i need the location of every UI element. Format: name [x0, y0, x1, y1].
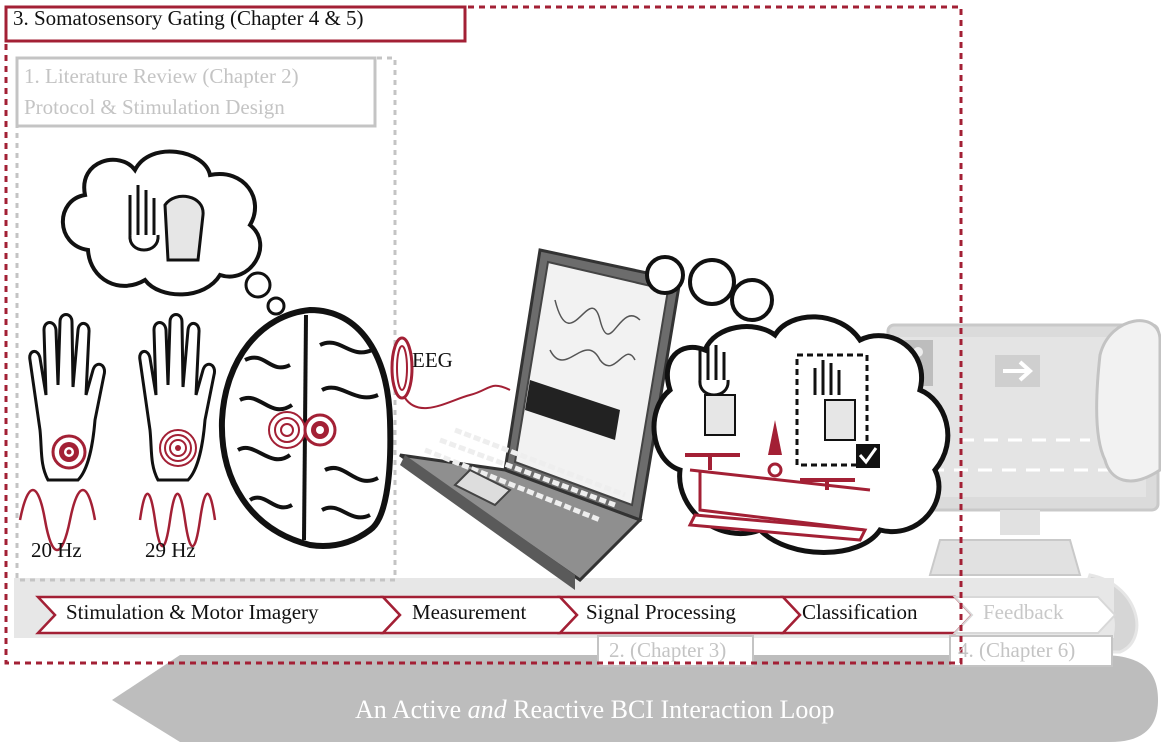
step-classification: Classification	[802, 600, 918, 624]
right-hand-icon	[138, 313, 217, 548]
step-signal-processing: Signal Processing	[586, 600, 736, 624]
step-feedback: Feedback	[983, 600, 1064, 624]
loop-title-emphasis: and	[467, 695, 507, 724]
loop-title-suffix: Reactive BCI Interaction Loop	[506, 695, 835, 724]
section-1-title: 1. Literature Review (Chapter 2)	[24, 64, 299, 88]
section-3-title: 3. Somatosensory Gating (Chapter 4 & 5)	[13, 6, 364, 30]
loop-title-prefix: An Active	[355, 695, 468, 724]
step-stimulation: Stimulation & Motor Imagery	[66, 600, 319, 624]
literature-review-label-box	[15, 56, 377, 128]
eeg-electrode-icon	[390, 336, 511, 409]
laptop-icon	[399, 248, 682, 590]
classification-thought-cloud	[645, 255, 951, 555]
loop-title: An Active and Reactive BCI Interaction L…	[355, 697, 834, 723]
eeg-label: EEG	[412, 348, 453, 372]
chapter-6-label: 4. (Chapter 6)	[958, 638, 1076, 662]
section-1-subtitle: Protocol & Stimulation Design	[24, 95, 285, 119]
chapter-3-label: 2. (Chapter 3)	[609, 638, 727, 662]
chapter-3-box	[597, 635, 754, 667]
frequency-right-label: 29 Hz	[145, 538, 196, 562]
brain-icon	[218, 306, 394, 550]
pipeline-chevrons	[35, 595, 1117, 635]
left-hand-icon	[18, 313, 106, 552]
step-measurement: Measurement	[412, 600, 527, 624]
motor-imagery-thought-cloud	[60, 149, 286, 316]
somatosensory-gating-label-box	[4, 5, 467, 43]
somatosensory-gating-region	[4, 5, 963, 665]
chapter-6-box	[949, 635, 1113, 667]
frequency-left-label: 20 Hz	[31, 538, 82, 562]
